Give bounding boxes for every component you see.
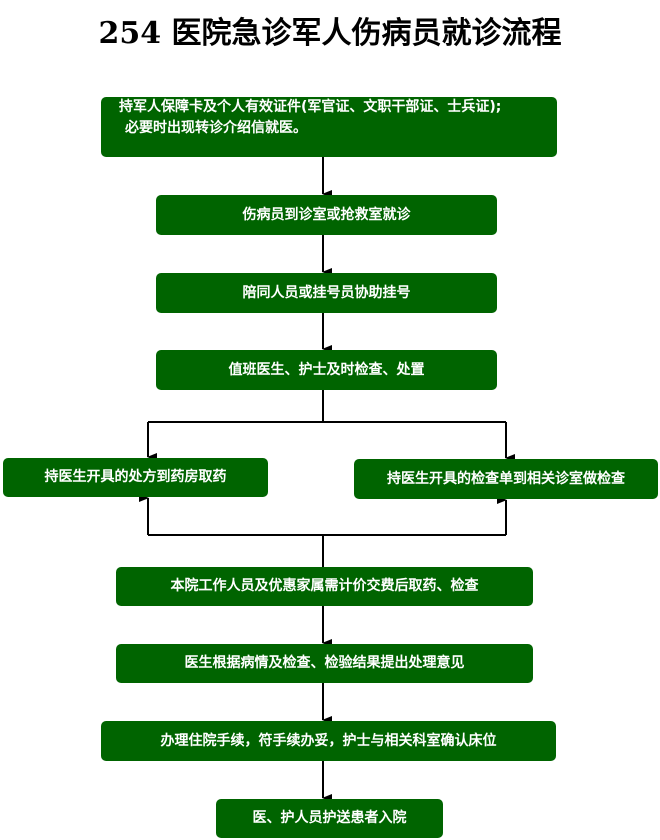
step-3-box: 陪同人员或挂号员协助挂号 [156, 273, 497, 313]
step-1-box: 持军人保障卡及个人有效证件(军官证、文职干部证、士兵证); 必要时出现转诊介绍信… [101, 97, 557, 157]
step-5-box: 本院工作人员及优惠家属需计价交费后取药、检查 [116, 567, 533, 606]
page-title: 254 医院急诊军人伤病员就诊流程 [98, 16, 562, 51]
step-1-line-1: 持军人保障卡及个人有效证件(军官证、文职干部证、士兵证); [119, 99, 502, 115]
branch-right-box: 持医生开具的检查单到相关诊室做检查 [354, 459, 658, 499]
branch-left-box: 持医生开具的处方到药房取药 [3, 458, 268, 497]
step-2-box: 伤病员到诊室或抢救室就诊 [156, 195, 497, 235]
step-7-box: 办理住院手续，符手续办妥，护士与相关科室确认床位 [101, 721, 556, 761]
step-8-box: 医、护人员护送患者入院 [216, 799, 443, 838]
step-1-line-2: 必要时出现转诊介绍信就医。 [125, 120, 307, 136]
step-4-box: 值班医生、护士及时检查、处置 [156, 350, 497, 390]
step-6-box: 医生根据病情及检查、检验结果提出处理意见 [116, 644, 533, 683]
